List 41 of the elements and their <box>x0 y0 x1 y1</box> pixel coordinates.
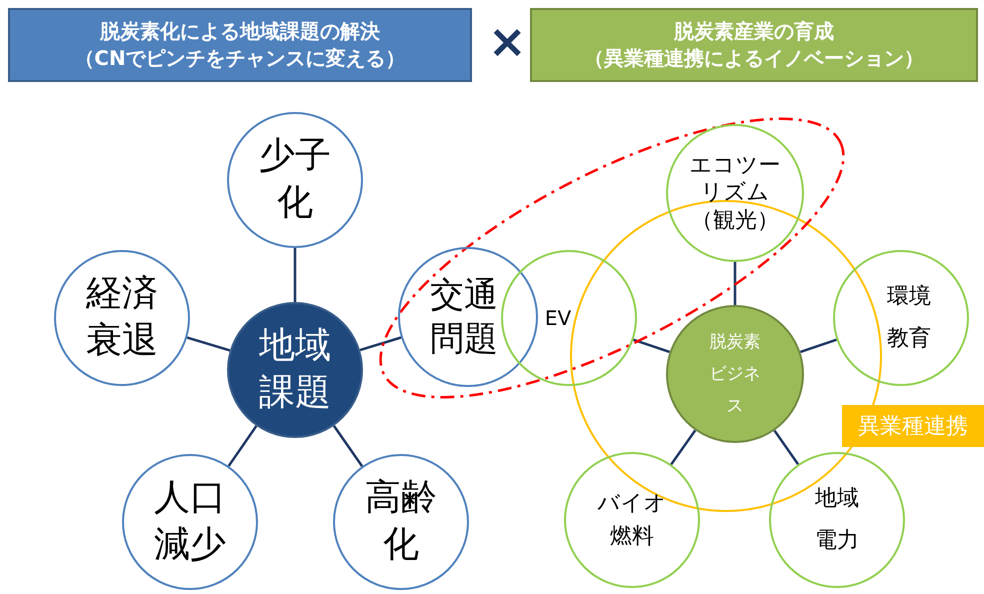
connector-line <box>670 430 696 466</box>
connector-line <box>332 425 364 467</box>
topic-text: バイオ燃料 <box>596 490 668 551</box>
multiply-sign: × <box>488 18 527 64</box>
header-banner <box>530 8 978 82</box>
header-text: （異業種連携によるイノベーション） <box>584 45 924 72</box>
connector-line <box>800 338 837 354</box>
connector-line <box>294 248 296 302</box>
topic-text: 地域課題 <box>258 324 332 415</box>
topic-circle <box>833 250 969 386</box>
topic-circle <box>666 124 804 262</box>
topic-circle <box>227 112 363 248</box>
topic-text: 環境教育 <box>886 283 932 353</box>
topic-text: 少子化 <box>258 134 332 225</box>
topic-text: EV <box>544 305 572 331</box>
topic-circle <box>564 452 700 588</box>
tag-text: 異業種連携 <box>858 413 968 441</box>
connector-line <box>360 336 402 352</box>
connector-line <box>633 338 670 354</box>
topic-text: エコツーリズム（観光） <box>688 152 782 234</box>
header-text: （CNでピンチをチャンスに変える） <box>74 45 406 72</box>
connector-line <box>228 425 258 467</box>
connector-line <box>186 336 230 352</box>
topic-text: 経済衰退 <box>84 272 159 363</box>
tag-label <box>842 405 984 447</box>
connector-line <box>774 430 800 465</box>
topic-circle <box>769 452 905 588</box>
topic-text: 高齢化 <box>364 476 438 567</box>
topic-circle <box>501 250 637 386</box>
topic-text: 地域電力 <box>814 485 860 555</box>
header-banner <box>8 8 472 82</box>
topic-text: 人口減少 <box>153 476 227 567</box>
header-text: 脱炭素産業の育成 <box>674 18 834 45</box>
topic-circle <box>122 454 258 590</box>
topic-text: 交通問題 <box>428 274 499 361</box>
topic-circle <box>333 454 469 590</box>
connector-line <box>734 262 736 305</box>
topic-circle <box>54 250 190 386</box>
topic-text: 脱炭素ビジネス <box>708 330 762 418</box>
topic-circle <box>398 247 538 387</box>
header-text: 脱炭素化による地域課題の解決 <box>100 18 380 45</box>
